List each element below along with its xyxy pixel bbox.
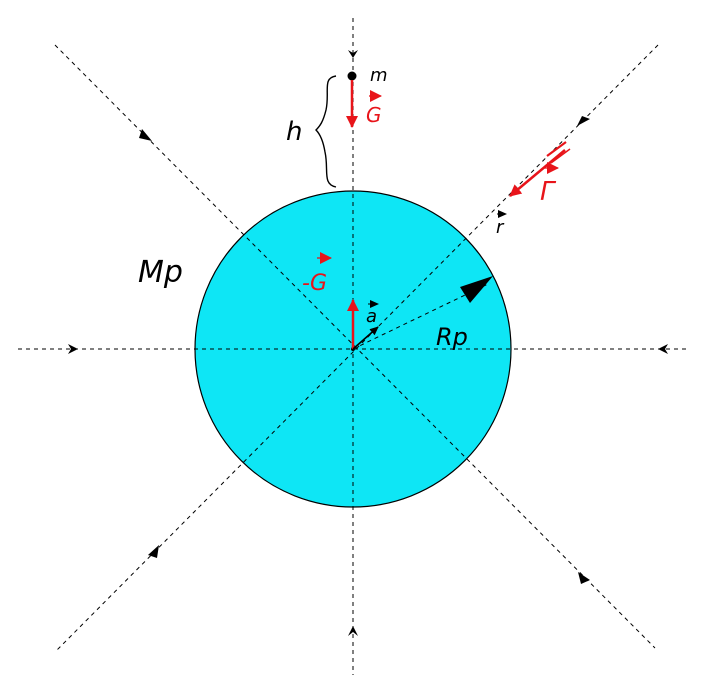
arrowhead-left — [68, 344, 78, 354]
position-label-group: r — [496, 210, 507, 238]
field-line-arrowheads — [68, 50, 668, 636]
radius-line — [352, 282, 491, 350]
arrowhead-right — [658, 344, 668, 354]
arrowhead-bottom — [348, 626, 358, 636]
arrowhead-lower-right — [578, 572, 590, 584]
field-label-group: Γ — [540, 162, 559, 207]
field-vector-arrow — [509, 149, 566, 197]
arrowhead-lower-left — [148, 545, 159, 558]
arrowhead-top — [348, 50, 358, 58]
field-label: Γ — [540, 177, 557, 207]
field-vector-bar — [550, 148, 571, 164]
reaction-force-label: -G — [302, 271, 327, 296]
height-brace — [315, 75, 337, 188]
position-label: r — [496, 217, 505, 238]
radius-arrowhead — [460, 276, 493, 303]
planet-radius-label: Rp — [436, 323, 468, 351]
planet-mass-label: Mp — [138, 255, 183, 290]
gravity-force-label: G — [366, 103, 382, 127]
reaction-force-label-group: -G — [302, 252, 332, 296]
acceleration-label: a — [366, 306, 377, 327]
field-vector-stroke — [546, 141, 567, 157]
arrowhead-upper-left — [139, 129, 152, 141]
gravity-force-label-group: G — [366, 90, 382, 127]
object-mass-label: m — [370, 65, 388, 86]
acceleration-label-group: a — [366, 300, 379, 327]
acceleration-arrow — [352, 326, 379, 350]
height-label: h — [286, 117, 302, 147]
object-mass-point — [347, 71, 357, 81]
arrowhead-upper-right — [577, 116, 590, 126]
